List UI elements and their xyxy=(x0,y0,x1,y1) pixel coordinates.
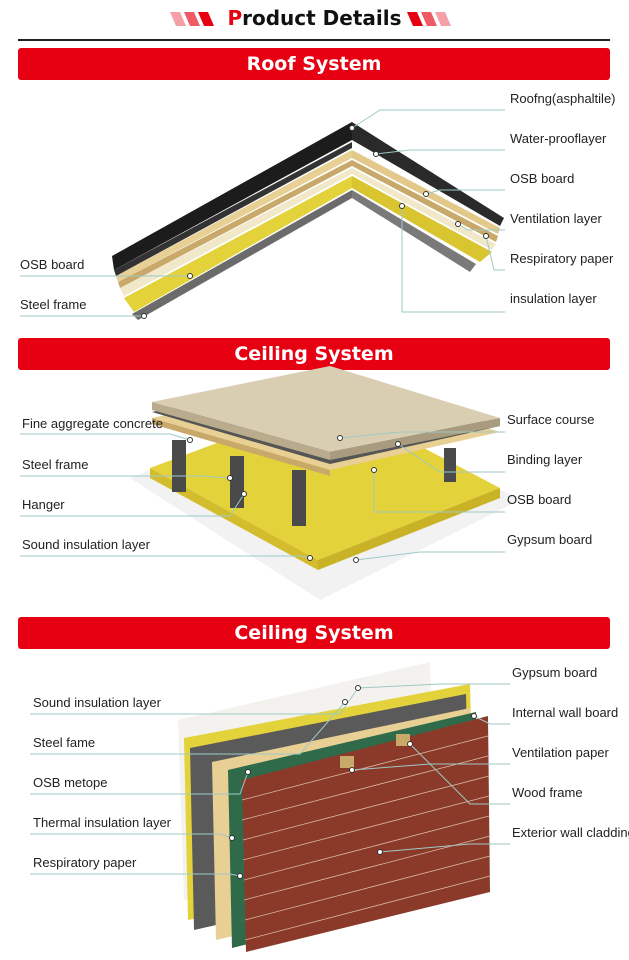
wall-label-internal-board: Internal wall board xyxy=(512,705,619,720)
ceiling-label-steel-frame: Steel frame xyxy=(22,457,89,472)
ceiling-label-binding: Binding layer xyxy=(507,452,583,467)
ceiling-label-gypsum: Gypsum board xyxy=(507,532,593,547)
ceiling-label-hanger: Hanger xyxy=(22,497,65,512)
decorative-stripes-right xyxy=(407,12,451,26)
ceiling-label-sound-insulation: Sound insulation layer xyxy=(22,537,150,552)
roof-label-respiratory: Respiratory paper xyxy=(510,251,614,266)
roof-label-waterproof: Water-prooflayer xyxy=(510,131,607,146)
roof-label-insulation: insulation layer xyxy=(510,291,597,306)
wall-label-gypsum: Gypsum board xyxy=(512,665,598,680)
page-title: Product Details xyxy=(227,6,402,30)
roof-illustration xyxy=(112,122,504,320)
wall-label-ventilation: Ventilation paper xyxy=(512,745,609,760)
roof-label-osb: OSB board xyxy=(510,171,575,186)
header-divider xyxy=(18,39,610,41)
ceiling-label-surface: Surface course xyxy=(507,412,595,427)
section-banner-ceiling: Ceiling System xyxy=(18,338,610,370)
ceiling-illustration xyxy=(130,366,520,600)
roof-label-ventilation: Ventilation layer xyxy=(510,211,602,226)
ceiling-label-fine-concrete: Fine aggregate concrete xyxy=(22,416,163,431)
wall-label-sound-insulation: Sound insulation layer xyxy=(33,695,161,710)
wall-label-osb-metope: OSB metope xyxy=(33,775,108,790)
page-header: Product Details xyxy=(0,0,629,44)
decorative-stripes-left xyxy=(170,12,214,26)
wall-illustration xyxy=(178,662,491,952)
wall-label-exterior-cladding: Exterior wall cladding xyxy=(512,825,629,840)
ceiling-label-osb: OSB board xyxy=(507,492,572,507)
wall-label-steel: Steel fame xyxy=(33,735,96,750)
section-banner-roof: Roof System xyxy=(18,48,610,80)
roof-label-roofing: Roofng(asphaltile) xyxy=(510,91,616,106)
roof-label-steel-frame: Steel frame xyxy=(20,297,87,312)
roof-label-osb-left: OSB board xyxy=(20,257,85,272)
section-banner-wall: Ceiling System xyxy=(18,617,610,649)
wall-label-respiratory: Respiratory paper xyxy=(33,855,137,870)
wall-label-wood-frame: Wood frame xyxy=(512,785,583,800)
wall-label-thermal-insulation: Thermal insulation layer xyxy=(33,815,172,830)
